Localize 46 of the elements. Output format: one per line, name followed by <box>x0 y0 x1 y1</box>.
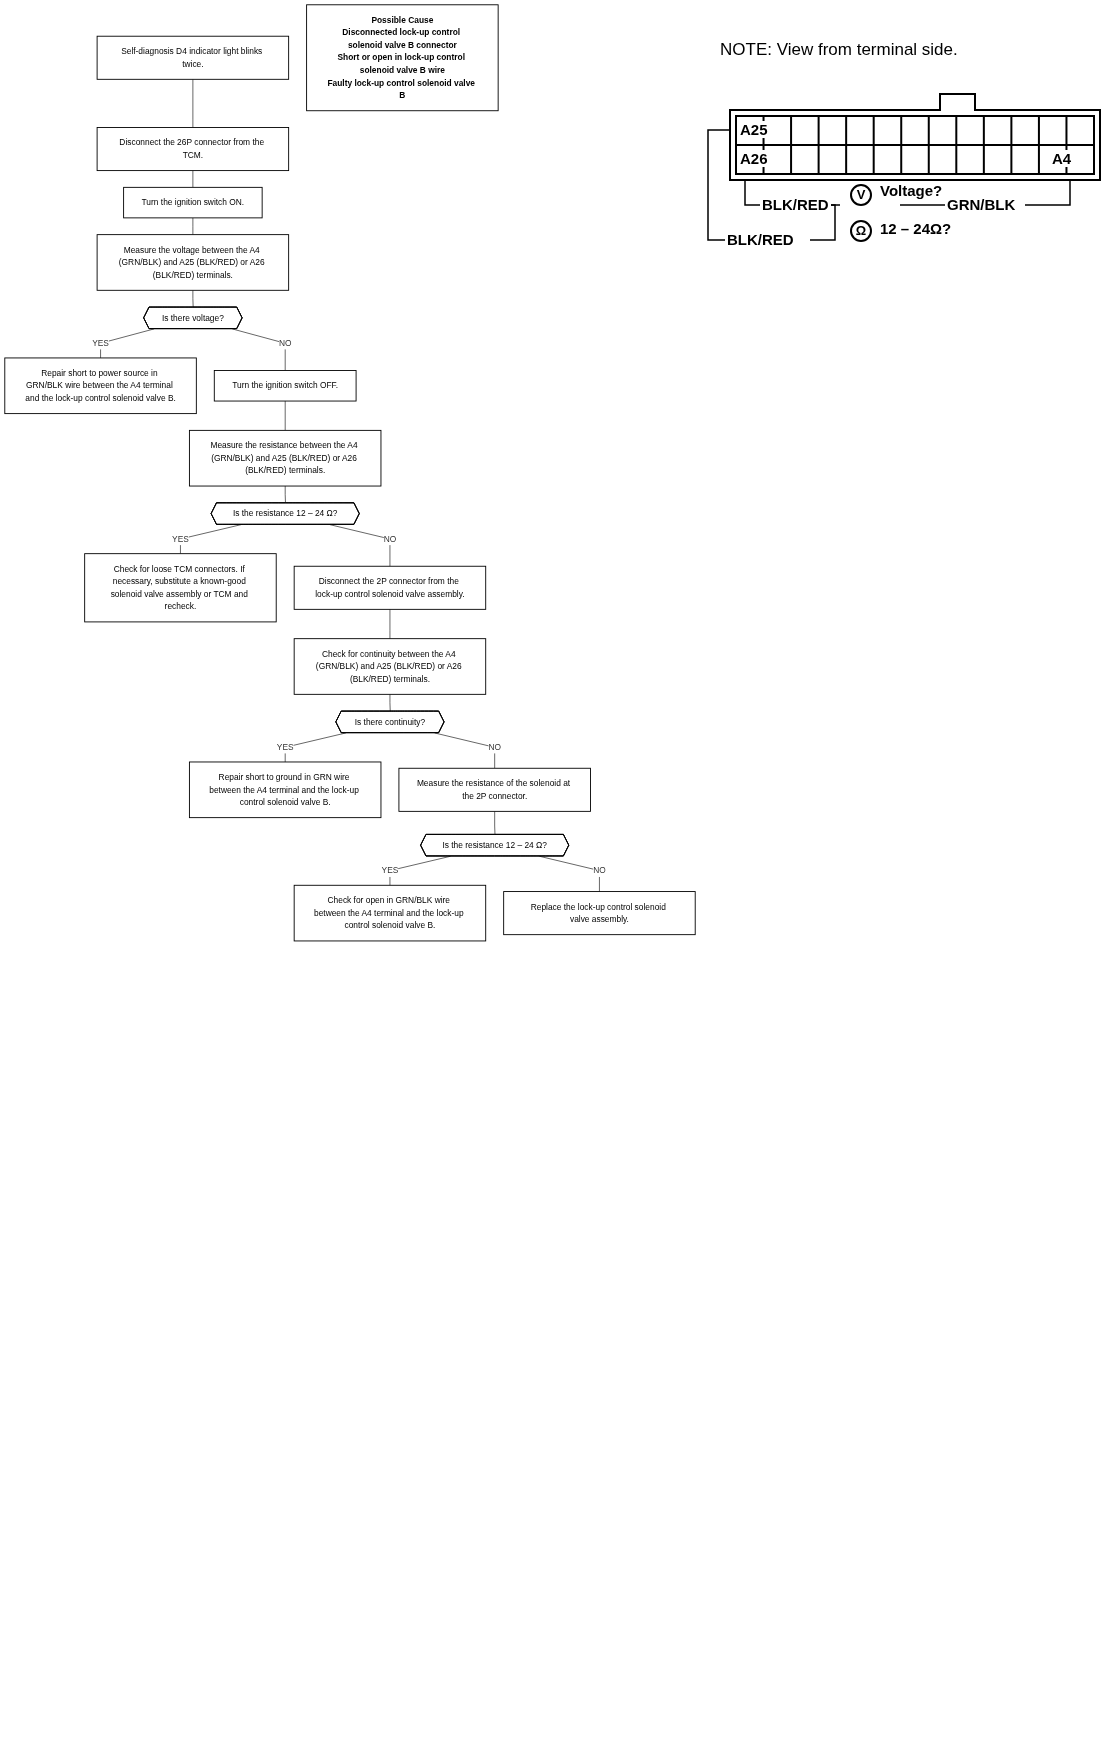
test-label: Voltage? <box>878 182 945 199</box>
node-box: Replace the lock-up control solenoid valve assembly. <box>503 891 696 936</box>
node-box: Repair short to ground in GRN wire between the A4 terminal and the lock-up control solenoid valve B. <box>188 761 382 819</box>
terminal-label: A26 <box>738 150 770 167</box>
connector <box>434 732 495 769</box>
node-box: Measure the voltage between the A4 (GRN/BLK) and A25 (BLK/RED) or A26 (BLK/RED) terminals. <box>96 234 290 291</box>
edge-label: NO <box>383 533 397 544</box>
voltmeter-symbol: V <box>850 184 872 206</box>
edge-label: NO <box>488 742 501 752</box>
node-box: Self-diagnosis D4 indicator light blinks twice. <box>96 35 290 80</box>
edge-label: YES <box>276 742 294 752</box>
node-box: Disconnect the 2P connector from the lock-up control solenoid valve assembly. <box>293 565 487 610</box>
connector <box>192 170 194 188</box>
ohmmeter-symbol: Ω <box>850 220 872 242</box>
node-box: Measure the resistance of the solenoid at the 2P connector. <box>398 767 591 812</box>
node-box: Repair short to power source in GRN/BLK wire between the A4 terminal and the lock-up control solenoid valve B. <box>4 357 197 415</box>
wire-color-label: BLK/RED <box>760 196 831 213</box>
edge-label: NO <box>593 865 606 876</box>
node-box: Check for loose TCM connectors. If necessary, substitute a known-good solenoid valve assembly or TCM and recheck. <box>84 553 277 623</box>
connector <box>192 217 194 235</box>
edge-label: NO <box>278 338 292 348</box>
terminal-label: A4 <box>1050 150 1074 167</box>
connector <box>389 609 391 639</box>
connector <box>389 694 391 712</box>
note: NOTE: View from terminal side. <box>720 40 958 60</box>
edge-label: YES <box>172 533 189 544</box>
connector <box>192 290 194 308</box>
node-box: Possible Cause Disconnected lock-up control solenoid valve B connector Short or open in lock-up control solenoid valve B wire Faulty lock-up control solenoid valve B <box>306 4 499 112</box>
connector <box>284 400 286 431</box>
edge-label: YES <box>381 865 399 876</box>
connector <box>494 811 496 835</box>
node-box: Turn the ignition switch ON. <box>123 186 263 219</box>
terminal-label: A25 <box>738 121 770 138</box>
connector <box>100 328 155 359</box>
connector <box>284 485 286 504</box>
node-box: Check for continuity between the A4 (GRN/BLK) and A25 (BLK/RED) or A26 (BLK/RED) terminals. <box>293 638 487 695</box>
connector <box>539 855 600 892</box>
connector <box>192 79 194 128</box>
connector <box>389 855 451 886</box>
wire-color-label: BLK/RED <box>725 231 796 248</box>
edge-label: YES <box>92 338 109 348</box>
node-box: Turn the ignition switch OFF. <box>213 370 357 402</box>
node-box: Measure the resistance between the A4 (GRN/BLK) and A25 (BLK/RED) or A26 (BLK/RED) terminals. <box>188 429 382 487</box>
wire-color-label: GRN/BLK <box>945 196 1018 213</box>
node-box: Check for open in GRN/BLK wire between the A4 terminal and the lock-up control solenoid valve B. <box>293 884 487 942</box>
node-box: Disconnect the 26P connector from the TCM. <box>96 127 290 172</box>
